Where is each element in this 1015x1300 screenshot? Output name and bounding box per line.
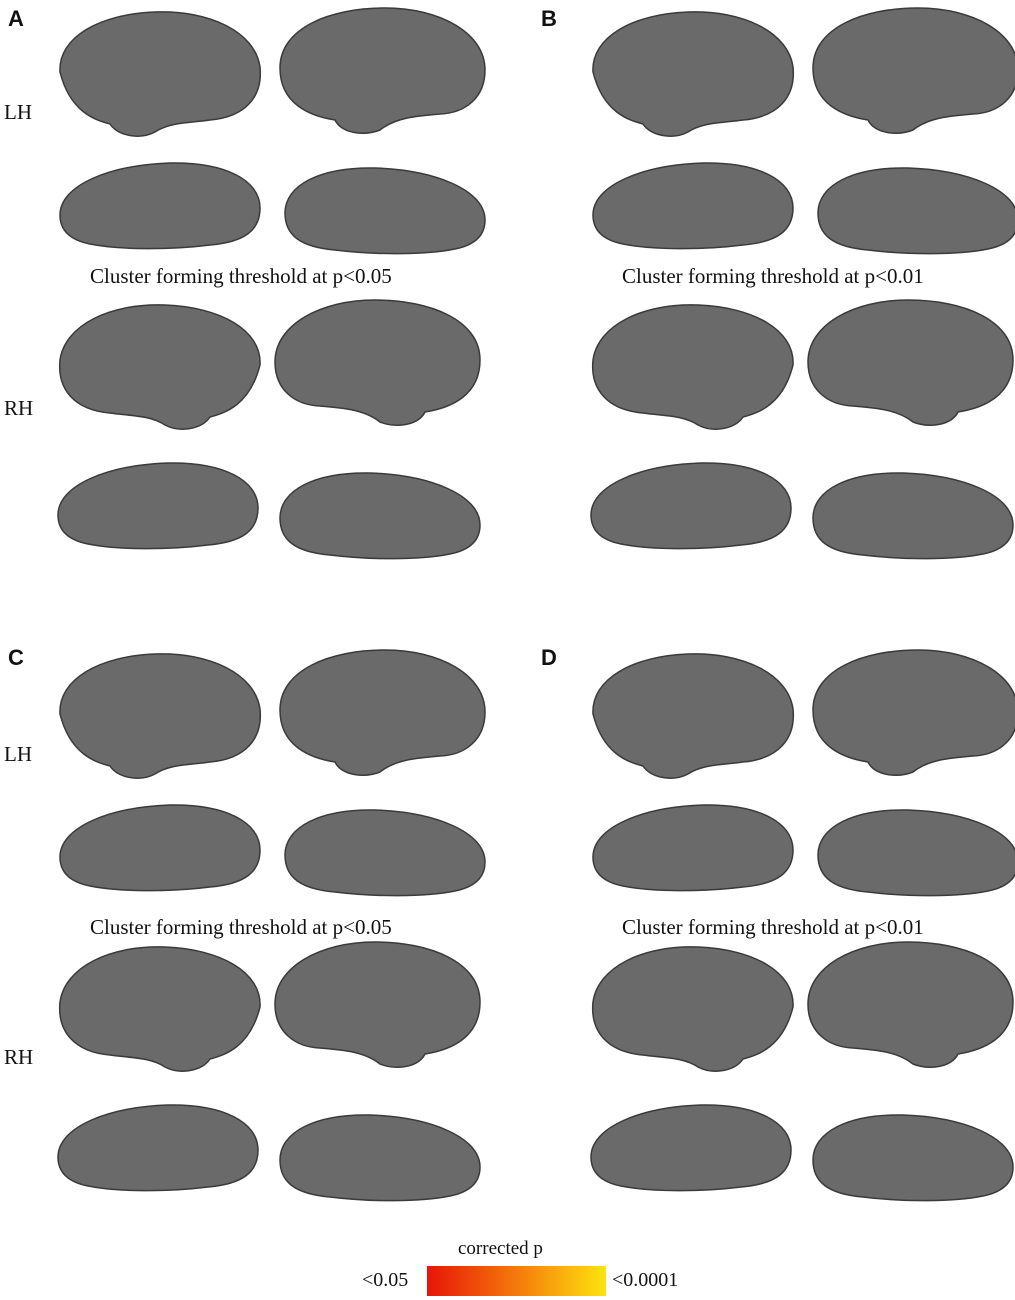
hemisphere-label-lh: LH — [4, 742, 32, 766]
brain-med-view — [274, 941, 481, 1068]
brain-med-view — [279, 7, 486, 134]
brain-ven-view — [57, 462, 259, 550]
brain-med-view — [812, 649, 1015, 776]
brain-ven-view — [590, 1104, 792, 1192]
brain-lat-view — [592, 11, 795, 137]
colorbar-low-label: <0.05 — [362, 1269, 409, 1291]
brain-ven-view — [59, 162, 261, 250]
panel-letter-c: C — [8, 645, 24, 670]
colorbar-title: corrected p — [458, 1238, 543, 1259]
threshold-caption-d: Cluster forming threshold at p<0.01 — [622, 915, 924, 939]
colorbar-gradient — [427, 1266, 606, 1296]
colorbar-high-label: <0.0001 — [612, 1269, 679, 1291]
brain-lat-view — [58, 946, 261, 1072]
brain-med-view — [279, 649, 486, 776]
brain-ven-view — [812, 1114, 1014, 1202]
brain-ven-view — [592, 162, 794, 250]
brain-ven-view — [279, 472, 481, 560]
panel-letter-b: B — [541, 6, 557, 31]
panel-letter-a: A — [8, 6, 24, 31]
brain-ven-view — [592, 804, 794, 892]
hemisphere-label-rh: RH — [4, 396, 34, 420]
brain-ven-view — [284, 167, 486, 255]
hemisphere-label-rh: RH — [4, 1045, 34, 1069]
brain-lat-view — [592, 653, 795, 779]
brain-ven-view — [817, 167, 1015, 255]
brain-ven-view — [590, 462, 792, 550]
brain-med-view — [807, 941, 1014, 1068]
brain-ven-view — [817, 809, 1015, 897]
threshold-caption-b: Cluster forming threshold at p<0.01 — [622, 264, 924, 288]
brain-ven-view — [284, 809, 486, 897]
brain-lat-view — [58, 304, 261, 430]
brain-ven-view — [57, 1104, 259, 1192]
brain-ven-view — [59, 804, 261, 892]
brain-med-view — [807, 299, 1014, 426]
brain-med-view — [274, 299, 481, 426]
brain-surface-figure — [57, 7, 1015, 1202]
hemisphere-label-lh: LH — [4, 100, 32, 124]
brain-lat-view — [59, 653, 262, 779]
threshold-caption-a: Cluster forming threshold at p<0.05 — [90, 264, 392, 288]
threshold-caption-c: Cluster forming threshold at p<0.05 — [90, 915, 392, 939]
brain-ven-view — [279, 1114, 481, 1202]
panel-letter-d: D — [541, 645, 557, 670]
brain-med-view — [812, 7, 1015, 134]
brain-lat-view — [591, 946, 794, 1072]
brain-ven-view — [812, 472, 1014, 560]
brain-lat-view — [591, 304, 794, 430]
brain-lat-view — [59, 11, 262, 137]
